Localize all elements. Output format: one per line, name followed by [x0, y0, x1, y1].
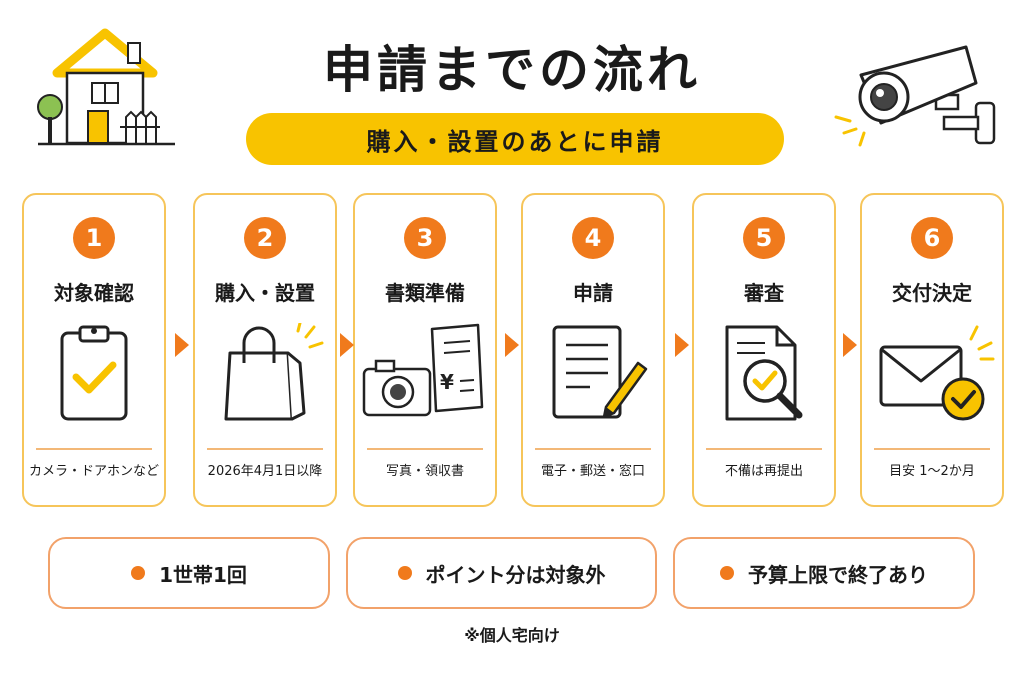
- security-camera-icon: [834, 45, 996, 147]
- step-card-5: 5 審査 不備は再提出: [692, 193, 836, 507]
- step-title: 交付決定: [892, 281, 972, 305]
- card-divider: [36, 448, 152, 450]
- document-search-icon: [725, 325, 803, 421]
- step-arrow-icon: [505, 333, 519, 357]
- card-divider: [706, 448, 822, 450]
- step-note: 写真・領収書: [385, 464, 464, 479]
- step-arrow-icon: [340, 333, 354, 357]
- card-divider: [207, 448, 323, 450]
- clipboard-check-icon: [60, 325, 128, 421]
- step-number: 4: [572, 217, 614, 259]
- step-title: 審査: [744, 281, 784, 305]
- bullet-icon: [397, 566, 412, 580]
- envelope-check-icon: [879, 325, 995, 421]
- step-arrow-icon: [675, 333, 689, 357]
- step-number: 6: [911, 217, 953, 259]
- step-card-4: 4 申請 電子・郵送・窓口: [521, 193, 665, 507]
- bullet-icon: [131, 566, 146, 580]
- step-note: 電子・郵送・窓口: [540, 464, 645, 479]
- step-card-6: 6 交付決定 目安 1〜2か月: [860, 193, 1004, 507]
- step-number: 2: [244, 217, 286, 259]
- subtitle-banner: 購入・設置のあとに申請: [246, 113, 784, 165]
- card-divider: [535, 448, 651, 450]
- step-number: 5: [743, 217, 785, 259]
- step-note: 目安 1〜2か月: [889, 464, 975, 479]
- step-number: 3: [404, 217, 446, 259]
- page-title: 申請までの流れ: [323, 41, 701, 99]
- step-card-2: 2 購入・設置 2026年4月1日以降: [193, 193, 337, 507]
- document-pen-icon: [552, 325, 648, 419]
- card-divider: [874, 448, 990, 450]
- bullet-icon: [720, 566, 734, 580]
- condition-one-per-household: 1世帯1回: [48, 537, 330, 609]
- footnote: ※個人宅向け: [464, 626, 560, 645]
- step-note: カメラ・ドアホンなど: [28, 464, 159, 479]
- step-title: 購入・設置: [215, 281, 315, 305]
- condition-label: ポイント分は対象外: [425, 562, 606, 587]
- condition-points-excluded: ポイント分は対象外: [346, 537, 657, 609]
- step-number: 1: [73, 217, 115, 259]
- step-title: 対象確認: [54, 281, 134, 305]
- shopping-bag-icon: [224, 323, 324, 421]
- condition-label: 予算上限で終了あり: [748, 562, 928, 587]
- step-card-3: 3 書類準備 ¥ 写真・領収書: [353, 193, 497, 507]
- camera-receipt-icon: ¥: [362, 323, 484, 417]
- yen-symbol: ¥: [440, 370, 454, 394]
- step-note: 2026年4月1日以降: [207, 464, 323, 479]
- step-card-1: 1 対象確認 カメラ・ドアホンなど: [22, 193, 166, 507]
- step-arrow-icon: [175, 333, 189, 357]
- step-title: 申請: [573, 281, 613, 305]
- card-divider: [367, 448, 483, 450]
- step-arrow-icon: [843, 333, 857, 357]
- step-title: 書類準備: [385, 281, 465, 305]
- condition-budget-limit: 予算上限で終了あり: [673, 537, 975, 609]
- condition-label: 1世帯1回: [159, 562, 247, 587]
- house-icon: [37, 28, 175, 146]
- step-note: 不備は再提出: [724, 464, 803, 479]
